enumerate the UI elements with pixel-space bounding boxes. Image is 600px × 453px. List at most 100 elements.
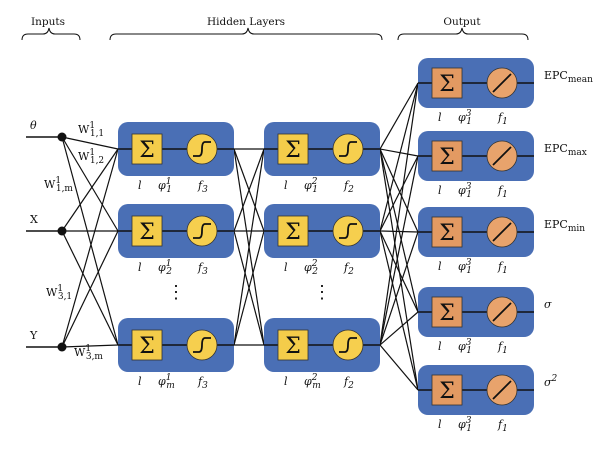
sigma-symbol: Σ — [439, 145, 455, 170]
linear-curve — [492, 302, 512, 322]
output-connection — [379, 155, 419, 232]
neuron-l-label: l — [438, 260, 442, 273]
summation-block — [131, 329, 163, 361]
output-label: EPCmin — [544, 218, 585, 234]
neuron-f-label: f3 — [197, 375, 208, 391]
neuron-l-label: l — [138, 261, 142, 274]
neuron-f-label: f3 — [197, 179, 208, 195]
sigma-symbol: Σ — [439, 301, 455, 326]
linear-curve — [492, 73, 512, 93]
summation-block — [277, 329, 309, 361]
sigma-symbol: Σ — [285, 334, 301, 359]
weight-connection — [61, 136, 119, 346]
input-node — [57, 226, 67, 236]
output-connection — [379, 230, 419, 233]
section-headers — [21, 27, 529, 41]
sigma-symbol: Σ — [139, 138, 155, 163]
hidden-brace — [109, 27, 383, 41]
output-connection — [379, 82, 419, 346]
output-connection — [379, 311, 419, 346]
summation-block — [131, 215, 163, 247]
linear-curve — [492, 222, 512, 242]
weight-connection — [61, 344, 119, 348]
summation-block — [431, 67, 463, 99]
hidden-connection — [233, 148, 265, 346]
inputs-header: Inputs — [31, 16, 65, 28]
weight-connection — [61, 148, 119, 348]
neuron-l-label: l — [284, 261, 288, 274]
output-label: σ2 — [544, 374, 558, 389]
output-connection — [379, 230, 419, 391]
output-label: EPCmax — [544, 142, 587, 158]
input-node — [57, 132, 67, 142]
summation-block — [131, 133, 163, 165]
output-connection — [379, 148, 419, 233]
weight-connection — [61, 136, 119, 232]
connections — [26, 82, 419, 391]
summation-block — [277, 215, 309, 247]
neuron-f-label: f2 — [343, 375, 354, 391]
linear-curve — [492, 380, 512, 400]
neuron-l-label: l — [284, 179, 288, 192]
sigma-symbol: Σ — [439, 221, 455, 246]
sigma-symbol: Σ — [139, 220, 155, 245]
input-label: θ — [30, 119, 37, 132]
output-connection — [379, 82, 419, 232]
neuron-f-label: f1 — [497, 184, 508, 200]
sigma-symbol: Σ — [285, 220, 301, 245]
output-connection — [379, 155, 419, 346]
summation-block — [431, 216, 463, 248]
input-label: X — [30, 213, 38, 226]
sigmoid-curve — [339, 223, 357, 239]
output-label: EPCmean — [544, 69, 593, 85]
weight-connection — [61, 230, 119, 348]
output-connection — [379, 230, 419, 313]
neuron-f-label: f2 — [343, 261, 354, 277]
output-connection — [379, 82, 419, 150]
neuron-f-label: f1 — [497, 418, 508, 434]
sigma-symbol: Σ — [285, 138, 301, 163]
sigmoid-curve — [339, 337, 357, 353]
output-label: σ — [544, 298, 552, 311]
neuron-l-label: l — [438, 340, 442, 353]
weight-connection — [61, 136, 119, 150]
inputs-brace — [21, 27, 81, 41]
neuron-l-label: l — [284, 375, 288, 388]
input-label: Y — [29, 329, 38, 342]
summation-block — [431, 140, 463, 172]
output-header: Output — [443, 16, 481, 28]
weight-connection — [61, 148, 119, 232]
output-connection — [379, 344, 419, 391]
neuron-l-label: l — [138, 375, 142, 388]
output-connection — [379, 148, 419, 313]
input-node — [57, 342, 67, 352]
sigmoid-curve — [193, 141, 211, 157]
neuron-l-label: l — [438, 184, 442, 197]
sigmoid-curve — [193, 337, 211, 353]
hidden-connection — [233, 148, 265, 232]
sigma-symbol: Σ — [439, 72, 455, 97]
sigma-symbol: Σ — [439, 379, 455, 404]
nodes — [57, 58, 534, 415]
sigma-symbol: Σ — [139, 334, 155, 359]
neuron-f-label: f1 — [497, 260, 508, 276]
hidden-connection — [233, 230, 265, 346]
sigmoid-curve — [193, 223, 211, 239]
output-connection — [379, 148, 419, 391]
sigmoid-curve — [339, 141, 357, 157]
hidden-layers-header: Hidden Layers — [207, 16, 285, 28]
